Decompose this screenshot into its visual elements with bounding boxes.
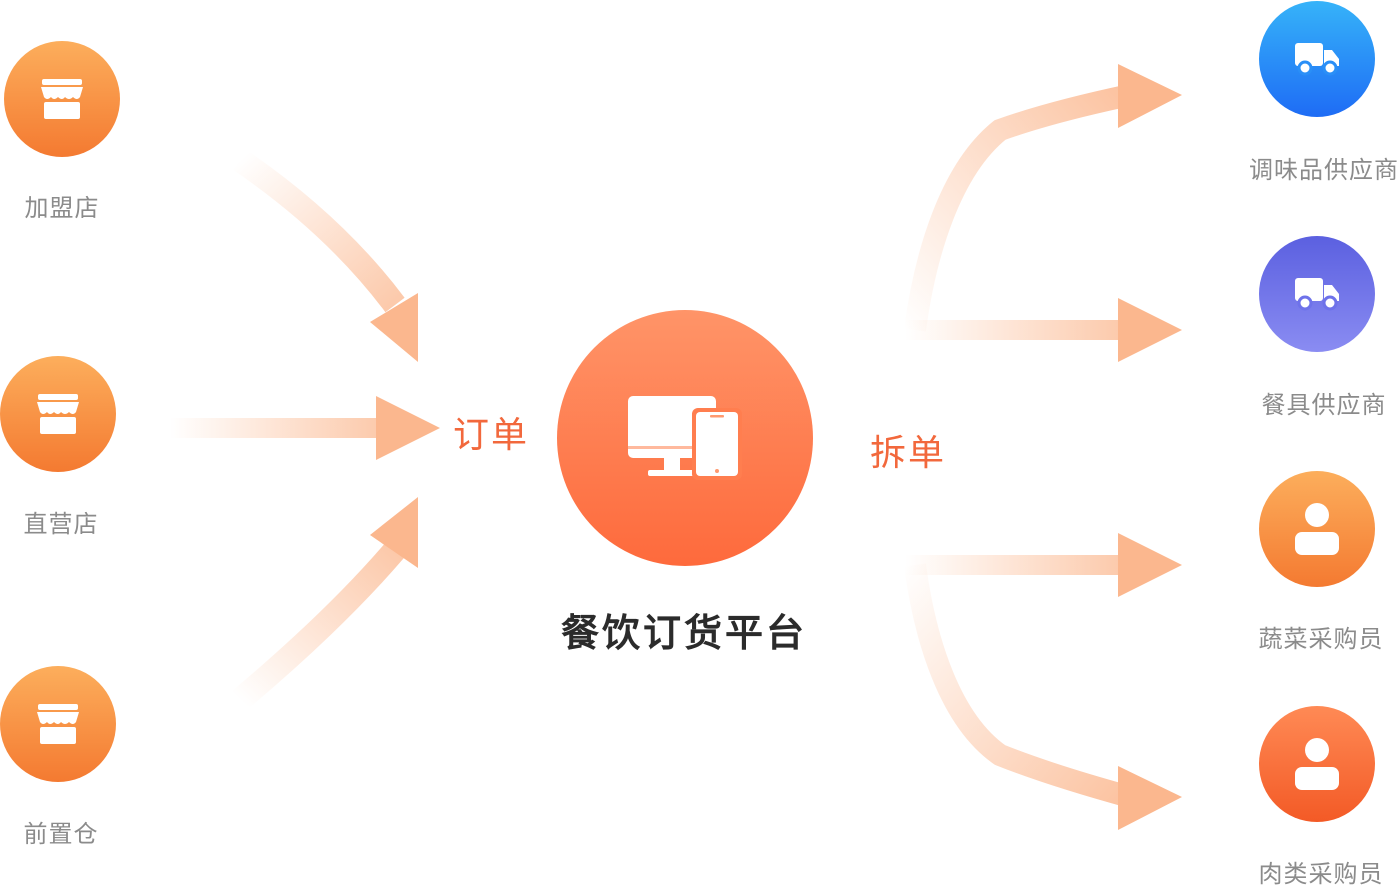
seasoning-supplier-node <box>1259 1 1375 117</box>
vegetable-buyer-label: 蔬菜采购员 <box>1258 625 1384 653</box>
delivery-truck-icon <box>1295 43 1339 76</box>
vegetable-buyer-node <box>1259 471 1375 587</box>
arrowhead-to-vegetable <box>1118 533 1182 597</box>
arrow-to-vegetable <box>905 555 1125 575</box>
arrowhead-to-tableware <box>1118 298 1182 362</box>
meat-buyer-node <box>1259 706 1375 822</box>
tableware-supplier-label: 餐具供应商 <box>1261 391 1387 419</box>
platform-title: 餐饮订货平台 <box>560 611 808 655</box>
platform-node <box>557 310 813 566</box>
tableware-supplier-node <box>1259 236 1375 352</box>
delivery-truck-icon <box>1295 278 1339 311</box>
arrow-to-seasoning <box>904 84 1133 332</box>
front-warehouse-label: 前置仓 <box>23 820 99 848</box>
arrowhead-from-direct <box>376 396 440 460</box>
user-person-icon <box>1295 503 1339 555</box>
arrow-from-direct <box>170 418 385 438</box>
split-order-label: 拆单 <box>870 433 947 474</box>
arrowhead-to-meat <box>1118 766 1182 830</box>
user-person-icon <box>1295 738 1339 790</box>
arrowhead-from-franchise <box>370 293 418 362</box>
meat-buyer-label: 肉类采购员 <box>1258 860 1384 888</box>
arrow-from-warehouse <box>232 542 405 710</box>
direct-store-label: 直营店 <box>23 510 99 538</box>
direct-store-node <box>0 356 116 472</box>
storefront-icon <box>37 704 79 744</box>
arrow-to-meat <box>904 563 1133 808</box>
storefront-icon <box>41 79 83 119</box>
seasoning-supplier-label: 调味品供应商 <box>1249 156 1399 184</box>
storefront-icon <box>37 394 79 434</box>
desktop-and-phone-icon <box>628 396 742 480</box>
franchise-store-node <box>4 41 120 157</box>
arrowhead-from-warehouse <box>370 497 418 568</box>
arrow-from-franchise <box>233 150 405 313</box>
order-label: 订单 <box>453 415 530 456</box>
front-warehouse-node <box>0 666 116 782</box>
arrowhead-to-seasoning <box>1118 64 1182 128</box>
arrow-to-tableware <box>905 320 1125 340</box>
franchise-store-label: 加盟店 <box>24 194 100 222</box>
